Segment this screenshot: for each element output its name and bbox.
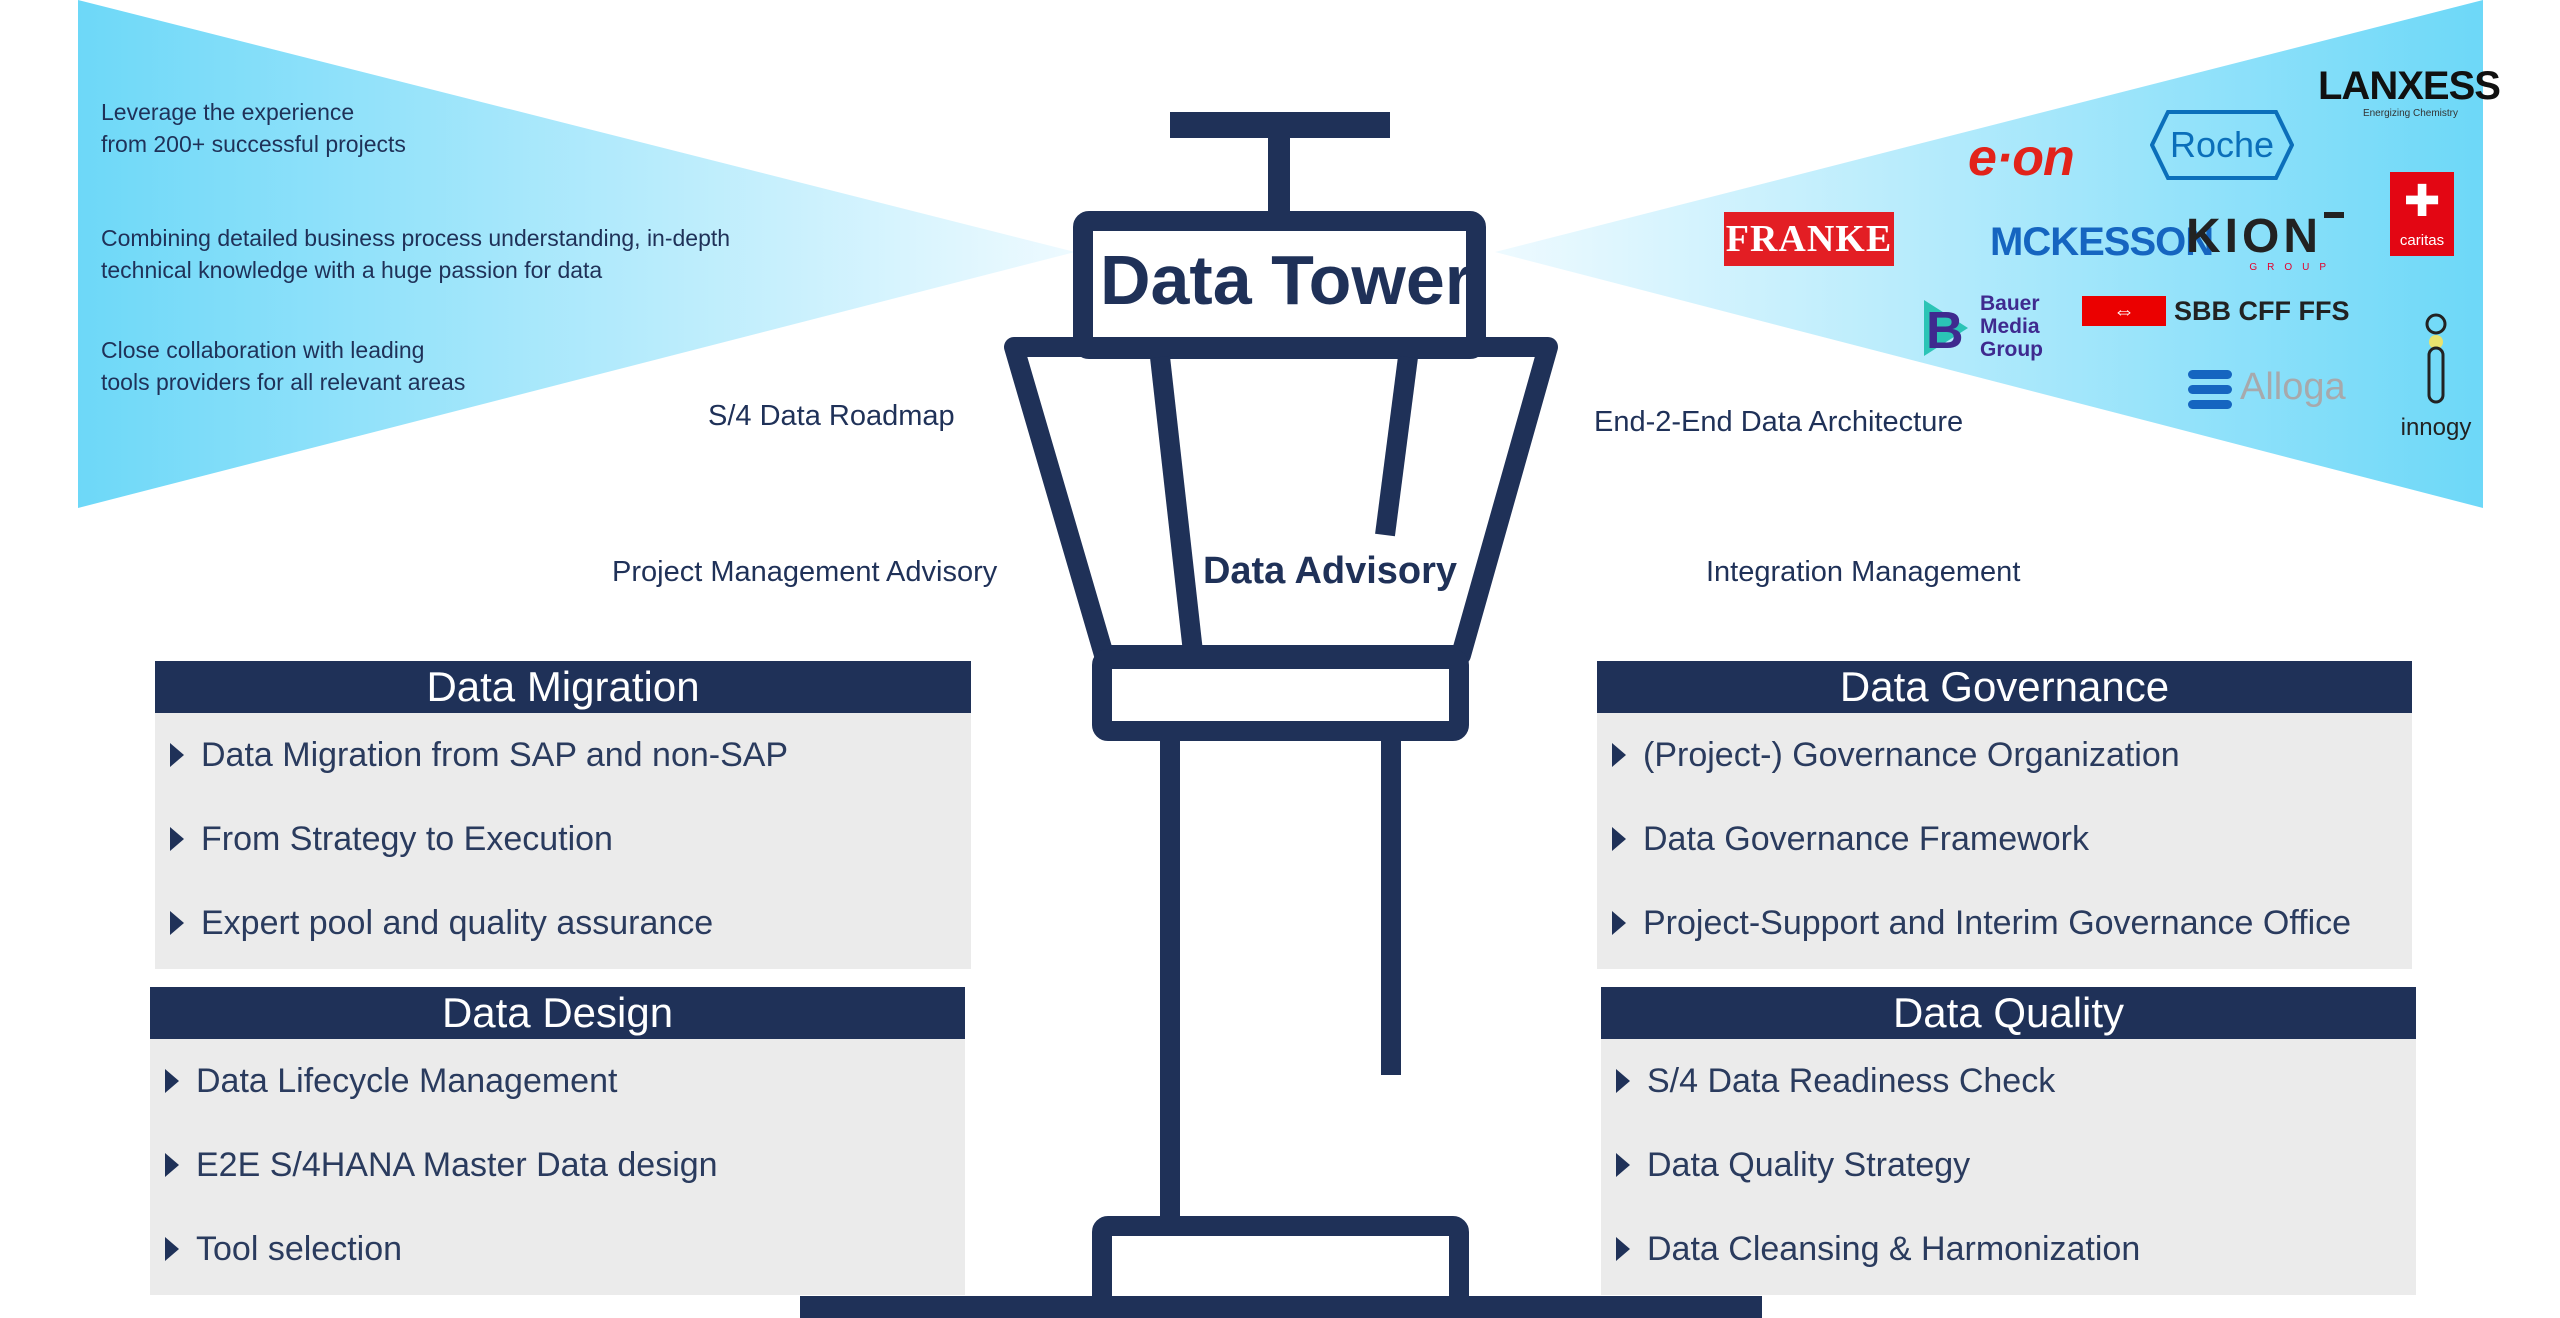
bullet-triangle-icon (1616, 1069, 1630, 1093)
label-integration: Integration Management (1706, 556, 2021, 588)
box-title: Data Migration (155, 661, 971, 713)
bullet-triangle-icon (165, 1237, 179, 1261)
svg-text:B: B (1926, 302, 1964, 360)
mckesson-logo: MCKESSON (1990, 220, 2214, 264)
franke-logo: FRANKE (1724, 212, 1894, 266)
roche-hexagon-icon (2150, 110, 2294, 180)
list-item: S/4 Data Readiness Check (1601, 1039, 2416, 1123)
bullet-triangle-icon (1612, 911, 1626, 935)
bauer-media-logo: B Bauer Media Group (1920, 290, 2070, 370)
right-beam (1495, 0, 2483, 508)
kion-dash-icon (2324, 212, 2344, 218)
label-roadmap: S/4 Data Roadmap (708, 400, 955, 432)
note-collaboration: Close collaboration with leading tools p… (101, 337, 466, 395)
box-title: Data Quality (1601, 987, 2416, 1039)
list-item: Data Migration from SAP and non-SAP (155, 713, 971, 797)
list-item: Project-Support and Interim Governance O… (1597, 881, 2412, 965)
label-architecture: End-2-End Data Architecture (1594, 406, 1964, 438)
bauer-b-icon: B (1920, 290, 1972, 366)
innogy-figure-icon (2425, 313, 2447, 404)
caritas-cross-icon: ✚ (2403, 177, 2441, 226)
bullet-triangle-icon (1612, 827, 1626, 851)
note-process: Combining detailed business process unde… (101, 225, 731, 283)
left-beam (78, 0, 1075, 508)
box-data-design: Data Design Data Lifecycle Management E2… (150, 987, 965, 1295)
alloga-logo: Alloga (2188, 362, 2368, 414)
bullet-triangle-icon (165, 1153, 179, 1177)
bullet-triangle-icon (165, 1069, 179, 1093)
bullet-triangle-icon (1612, 743, 1626, 767)
list-item: (Project-) Governance Organization (1597, 713, 2412, 797)
box-data-migration: Data Migration Data Migration from SAP a… (155, 661, 971, 969)
box-data-quality: Data Quality S/4 Data Readiness Check Da… (1601, 987, 2416, 1295)
bullet-triangle-icon (170, 743, 184, 767)
bullet-triangle-icon (1616, 1237, 1630, 1261)
label-pm-advisory: Project Management Advisory (612, 556, 998, 588)
alloga-lines-icon (2188, 370, 2232, 410)
list-item: Tool selection (150, 1207, 965, 1291)
box-data-governance: Data Governance (Project-) Governance Or… (1597, 661, 2412, 969)
tower-title: Data Tower (1099, 241, 1473, 319)
list-item: Expert pool and quality assurance (155, 881, 971, 965)
sbb-arrows-icon: ⇔ (2082, 296, 2166, 326)
box-title: Data Design (150, 987, 965, 1039)
box-title: Data Governance (1597, 661, 2412, 713)
sbb-logo: ⇔ SBB CFF FFS (2082, 296, 2352, 328)
bullet-triangle-icon (1616, 1153, 1630, 1177)
bullet-triangle-icon (170, 827, 184, 851)
roche-logo: Roche (2150, 110, 2294, 180)
innogy-logo: innogy (2386, 310, 2486, 444)
caritas-logo: ✚ caritas (2390, 172, 2454, 256)
tower-structure (1004, 112, 1558, 1316)
list-item: Data Governance Framework (1597, 797, 2412, 881)
list-item: Data Lifecycle Management (150, 1039, 965, 1123)
eon-logo: e·on (1968, 129, 2075, 187)
bullet-triangle-icon (170, 911, 184, 935)
list-item: E2E S/4HANA Master Data design (150, 1123, 965, 1207)
ground-bar (800, 1296, 1762, 1318)
tower-subtitle: Data Advisory (1202, 550, 1458, 592)
lanxess-logo: LANXESS Energizing Chemistry (2318, 64, 2501, 119)
list-item: From Strategy to Execution (155, 797, 971, 881)
note-experience: Leverage the experience from 200+ succes… (101, 99, 406, 157)
kion-logo: KION GROUP (2186, 212, 2344, 274)
list-item: Data Cleansing & Harmonization (1601, 1207, 2416, 1291)
list-item: Data Quality Strategy (1601, 1123, 2416, 1207)
